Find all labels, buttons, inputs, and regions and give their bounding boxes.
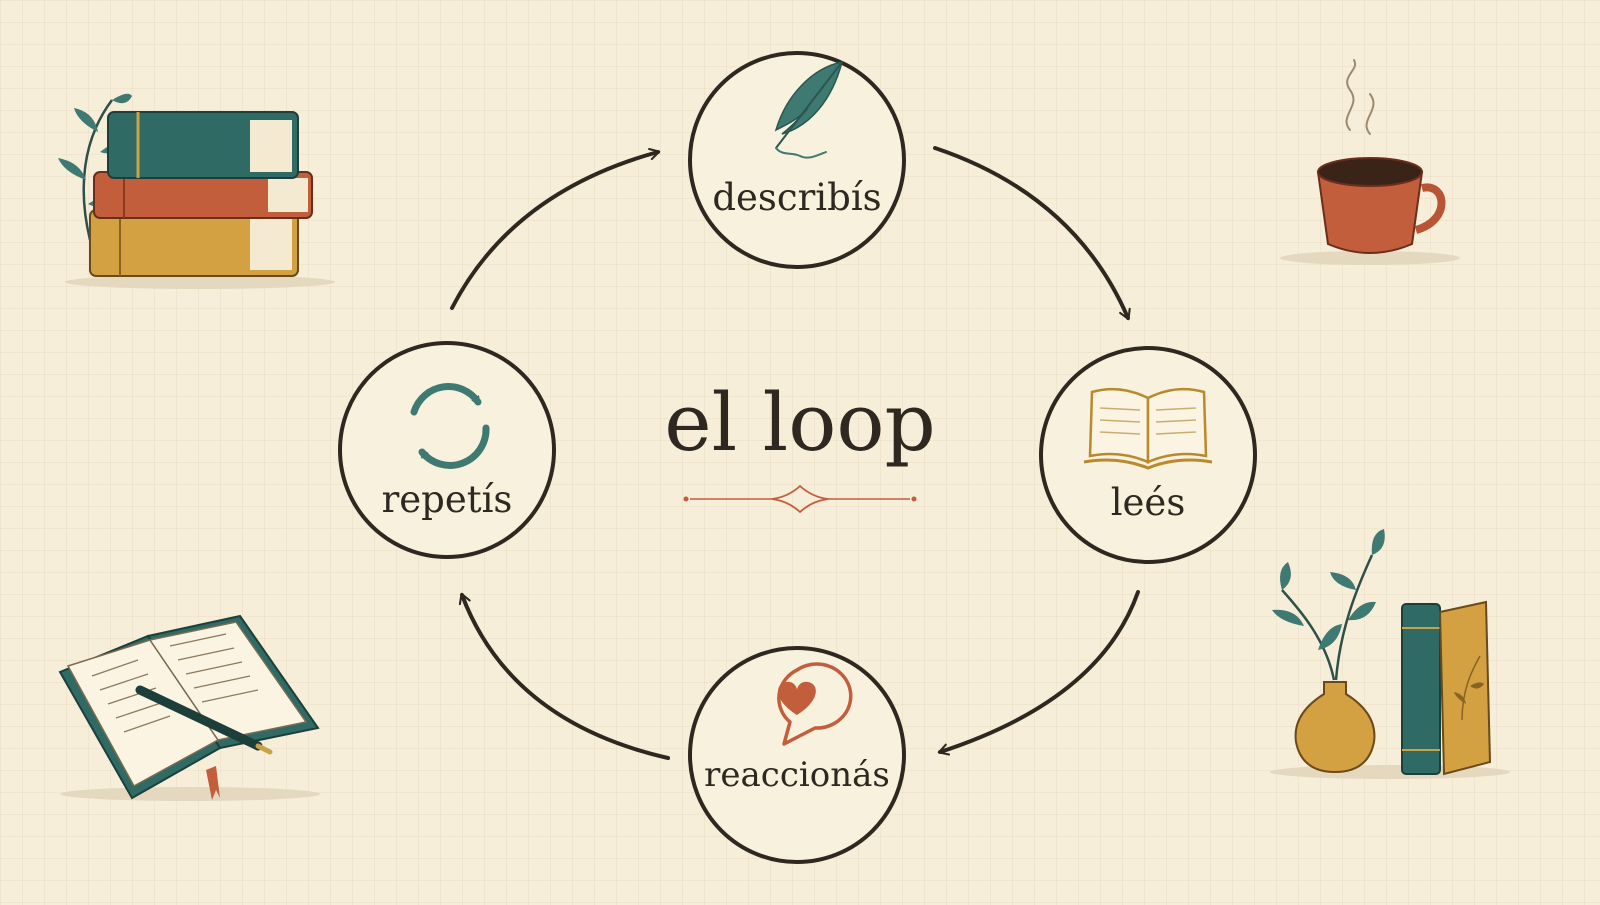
title-ornament: [683, 484, 917, 514]
node-label: leés: [1111, 481, 1186, 524]
plant-stems: [1272, 529, 1385, 681]
cycle-arrows: [450, 146, 1140, 760]
quill-pen-icon: [774, 61, 844, 159]
coffee-cup-icon: [1280, 59, 1460, 265]
notebook-with-pen-icon: [58, 614, 320, 801]
arrow-lees-to-reaccionas: [937, 590, 1140, 756]
arrow-repetis-to-describis: [450, 148, 661, 310]
node-lees: leés: [1039, 346, 1257, 564]
arrow-describis-to-lees: [933, 146, 1131, 321]
node-label: reaccionás: [704, 755, 890, 795]
vase-and-books-icon: [1270, 529, 1510, 779]
heart-speech-bubble-icon: [777, 662, 853, 746]
refresh-cycle-icon: [410, 383, 490, 469]
node-repetis: repetís: [338, 341, 556, 559]
open-book-icon: [1083, 387, 1213, 470]
node-label: describís: [712, 176, 881, 219]
arrow-reaccionas-to-repetis: [458, 592, 670, 760]
node-reaccionas: reaccionás: [688, 646, 906, 864]
node-label: repetís: [382, 478, 513, 521]
book-stack-icon: [58, 93, 335, 289]
node-describis: describís: [688, 51, 906, 269]
page-title: el loop: [664, 376, 935, 469]
